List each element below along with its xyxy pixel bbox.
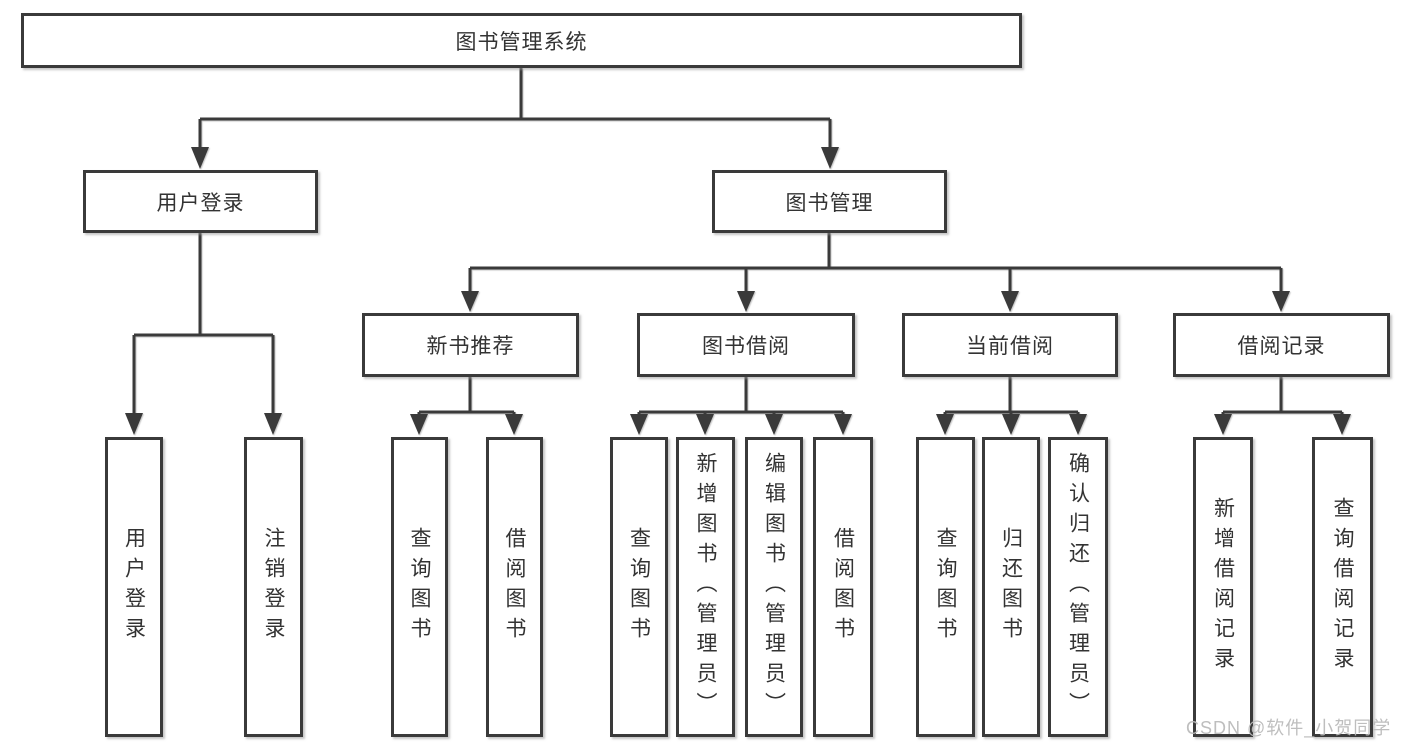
node-label: 图书管理系统 — [455, 30, 588, 54]
node-label: 新增图书（管理员） — [694, 452, 717, 722]
leaf-newbook-borrow-books: 借阅图书 — [486, 437, 543, 737]
node-label: 查询图书 — [627, 527, 651, 647]
node-user-login: 用户登录 — [83, 170, 318, 233]
node-label: 归还图书 — [999, 527, 1023, 647]
node-label: 借阅图书 — [831, 527, 855, 647]
node-label: 编辑图书（管理员） — [762, 452, 786, 722]
node-book-borrow: 图书借阅 — [637, 313, 855, 377]
node-label: 当前借阅 — [966, 335, 1054, 358]
leaf-borrow-borrow-books: 借阅图书 — [813, 437, 873, 737]
leaf-borrow-query-books: 查询图书 — [610, 437, 668, 737]
node-label: 借阅图书 — [503, 527, 526, 647]
node-borrow-records: 借阅记录 — [1173, 313, 1390, 377]
leaf-logout: 注销登录 — [244, 437, 303, 737]
node-label: 确认归还（管理员） — [1066, 452, 1090, 722]
leaf-user-login: 用户登录 — [105, 437, 163, 737]
node-label: 图书借阅 — [702, 335, 790, 358]
leaf-current-confirm-return-admin: 确认归还（管理员） — [1048, 437, 1108, 737]
node-label: 查询图书 — [408, 527, 431, 647]
node-label: 用户登录 — [156, 191, 245, 215]
node-label: 查询图书 — [934, 527, 957, 647]
node-label: 用户登录 — [122, 527, 146, 647]
node-new-book-recommend: 新书推荐 — [362, 313, 579, 377]
leaf-records-query-record: 查询借阅记录 — [1312, 437, 1373, 737]
arrowheads — [125, 147, 1351, 435]
node-label: 新增借阅记录 — [1211, 497, 1235, 677]
node-label: 图书管理 — [785, 191, 874, 215]
node-book-management: 图书管理 — [712, 170, 947, 233]
leaf-newbook-query-books: 查询图书 — [391, 437, 448, 737]
node-label: 查询借阅记录 — [1331, 497, 1354, 677]
leaf-current-query-books: 查询图书 — [916, 437, 975, 737]
node-root: 图书管理系统 — [21, 13, 1022, 68]
leaf-borrow-edit-books-admin: 编辑图书（管理员） — [745, 437, 803, 737]
csdn-watermark: CSDN @软件_小贺同学 — [1186, 718, 1392, 738]
node-current-borrow: 当前借阅 — [902, 313, 1118, 377]
node-label: 新书推荐 — [426, 335, 515, 358]
leaf-borrow-add-books-admin: 新增图书（管理员） — [676, 437, 735, 737]
leaf-records-add-record: 新增借阅记录 — [1193, 437, 1253, 737]
leaf-current-return-books: 归还图书 — [982, 437, 1040, 737]
node-label: 借阅记录 — [1237, 335, 1326, 358]
node-label: 注销登录 — [262, 527, 285, 647]
